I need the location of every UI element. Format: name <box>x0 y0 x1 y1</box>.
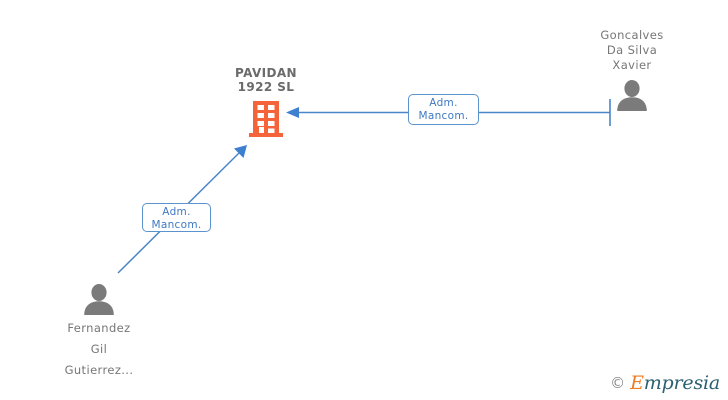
brand-rest: mpresia <box>643 372 720 394</box>
node-person-goncalves[interactable]: Goncalves Da Silva Xavier <box>552 28 712 111</box>
person-avatar-icon <box>617 80 647 111</box>
person-left-avatar-wrap <box>19 284 179 315</box>
company-name-line2: 1922 SL <box>237 80 295 94</box>
node-company-pavidan[interactable]: PAVIDAN 1922 SL <box>186 66 346 138</box>
edge-left-label-line2: Mancom. <box>151 219 202 231</box>
person-right-name-line3: Xavier <box>612 58 652 72</box>
person-left-name-line2: Gil <box>90 342 108 356</box>
edge-right-label-line1: Adm. <box>429 97 458 109</box>
person-right-name-line2: Da Silva <box>606 43 658 57</box>
edge-label-adm-mancom-left[interactable]: Adm. Mancom. <box>142 203 211 232</box>
person-left-name-line1: Fernandez <box>67 321 131 335</box>
building-icon <box>249 101 283 137</box>
person-left-name-line3: Gutierrez... <box>64 363 134 377</box>
company-name-line1: PAVIDAN <box>234 66 297 80</box>
brand-wordmark: Empresia <box>630 374 720 393</box>
person-right-avatar-wrap <box>552 80 712 111</box>
node-person-fernandez[interactable]: Fernandez Gil Gutierrez... <box>19 284 179 378</box>
watermark-empresia: © Empresia <box>610 374 720 393</box>
person-right-name-line1: Goncalves <box>600 28 664 42</box>
edge-label-adm-mancom-right[interactable]: Adm. Mancom. <box>408 94 479 125</box>
person-avatar-icon <box>84 284 114 315</box>
copyright-icon: © <box>610 374 626 392</box>
edge-left-label-line1: Adm. <box>162 206 191 218</box>
company-icon-wrap <box>186 100 346 138</box>
brand-initial: E <box>630 372 644 394</box>
edge-right-label-line2: Mancom. <box>418 110 469 122</box>
